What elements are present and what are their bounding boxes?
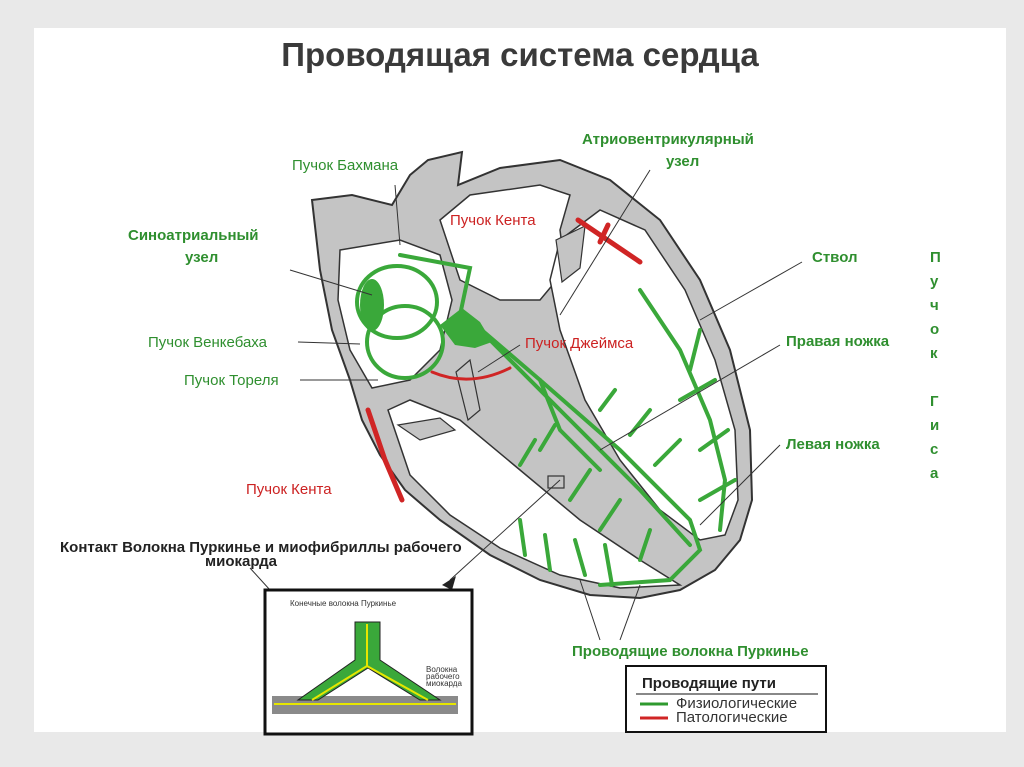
svg-text:миокарда: миокарда xyxy=(426,679,462,688)
svg-text:с: с xyxy=(930,441,938,458)
sinoatrial-node xyxy=(360,279,384,331)
svg-text:рабочего: рабочего xyxy=(426,672,460,681)
svg-text:а: а xyxy=(930,465,939,482)
inset-caption-1: Контакт Волокна Пуркинье и миофибриллы р… xyxy=(60,539,462,556)
label-av-node-1: Атриовентрикулярный xyxy=(582,131,754,148)
label-wenckebach: Пучок Венкебаха xyxy=(148,334,268,351)
legend-title: Проводящие пути xyxy=(642,675,776,692)
svg-text:П: П xyxy=(930,249,941,266)
svg-text:Волокна: Волокна xyxy=(426,665,458,674)
label-right-leg: Правая ножка xyxy=(786,333,890,350)
arrow-head xyxy=(442,576,456,590)
svg-text:у: у xyxy=(930,273,939,290)
his-bundle-vertical-label: П у ч о к Г и с а xyxy=(930,249,941,482)
page-title: Проводящая система сердца xyxy=(281,36,759,73)
svg-text:к: к xyxy=(930,345,938,362)
inset-box: Конечные волокна Пуркинье Волокна рабоче… xyxy=(263,588,474,736)
legend-pathological: Патологические xyxy=(676,709,788,726)
svg-text:о: о xyxy=(930,321,939,338)
label-sa-node-2: узел xyxy=(185,249,218,266)
zoom-box xyxy=(547,475,565,489)
svg-text:ч: ч xyxy=(930,297,939,314)
inset-caption-2: миокарда xyxy=(205,553,278,570)
label-purkinje: Проводящие волокна Пуркинье xyxy=(572,643,809,660)
label-left-leg: Левая ножка xyxy=(786,436,880,453)
label-bachmann: Пучок Бахмана xyxy=(292,157,399,174)
label-kent-bottom: Пучок Кента xyxy=(246,481,332,498)
label-av-node-2: узел xyxy=(666,153,699,170)
label-sa-node-1: Синоатриальный xyxy=(128,227,259,244)
leader-lines xyxy=(289,169,803,641)
label-thorel: Пучок Тореля xyxy=(184,372,279,389)
label-james: Пучок Джеймса xyxy=(525,335,634,352)
label-kent-top: Пучок Кента xyxy=(450,212,536,229)
label-trunk: Ствол xyxy=(812,249,858,266)
svg-text:и: и xyxy=(930,417,939,434)
atrioventricular-node xyxy=(440,308,492,348)
legend: Проводящие пути Физиологические Патологи… xyxy=(625,665,827,733)
svg-text:Г: Г xyxy=(930,393,939,410)
pathological-pathways xyxy=(365,217,643,503)
legend-physiological: Физиологические xyxy=(676,695,797,712)
inset-inner-label: Конечные волокна Пуркинье xyxy=(290,599,397,608)
